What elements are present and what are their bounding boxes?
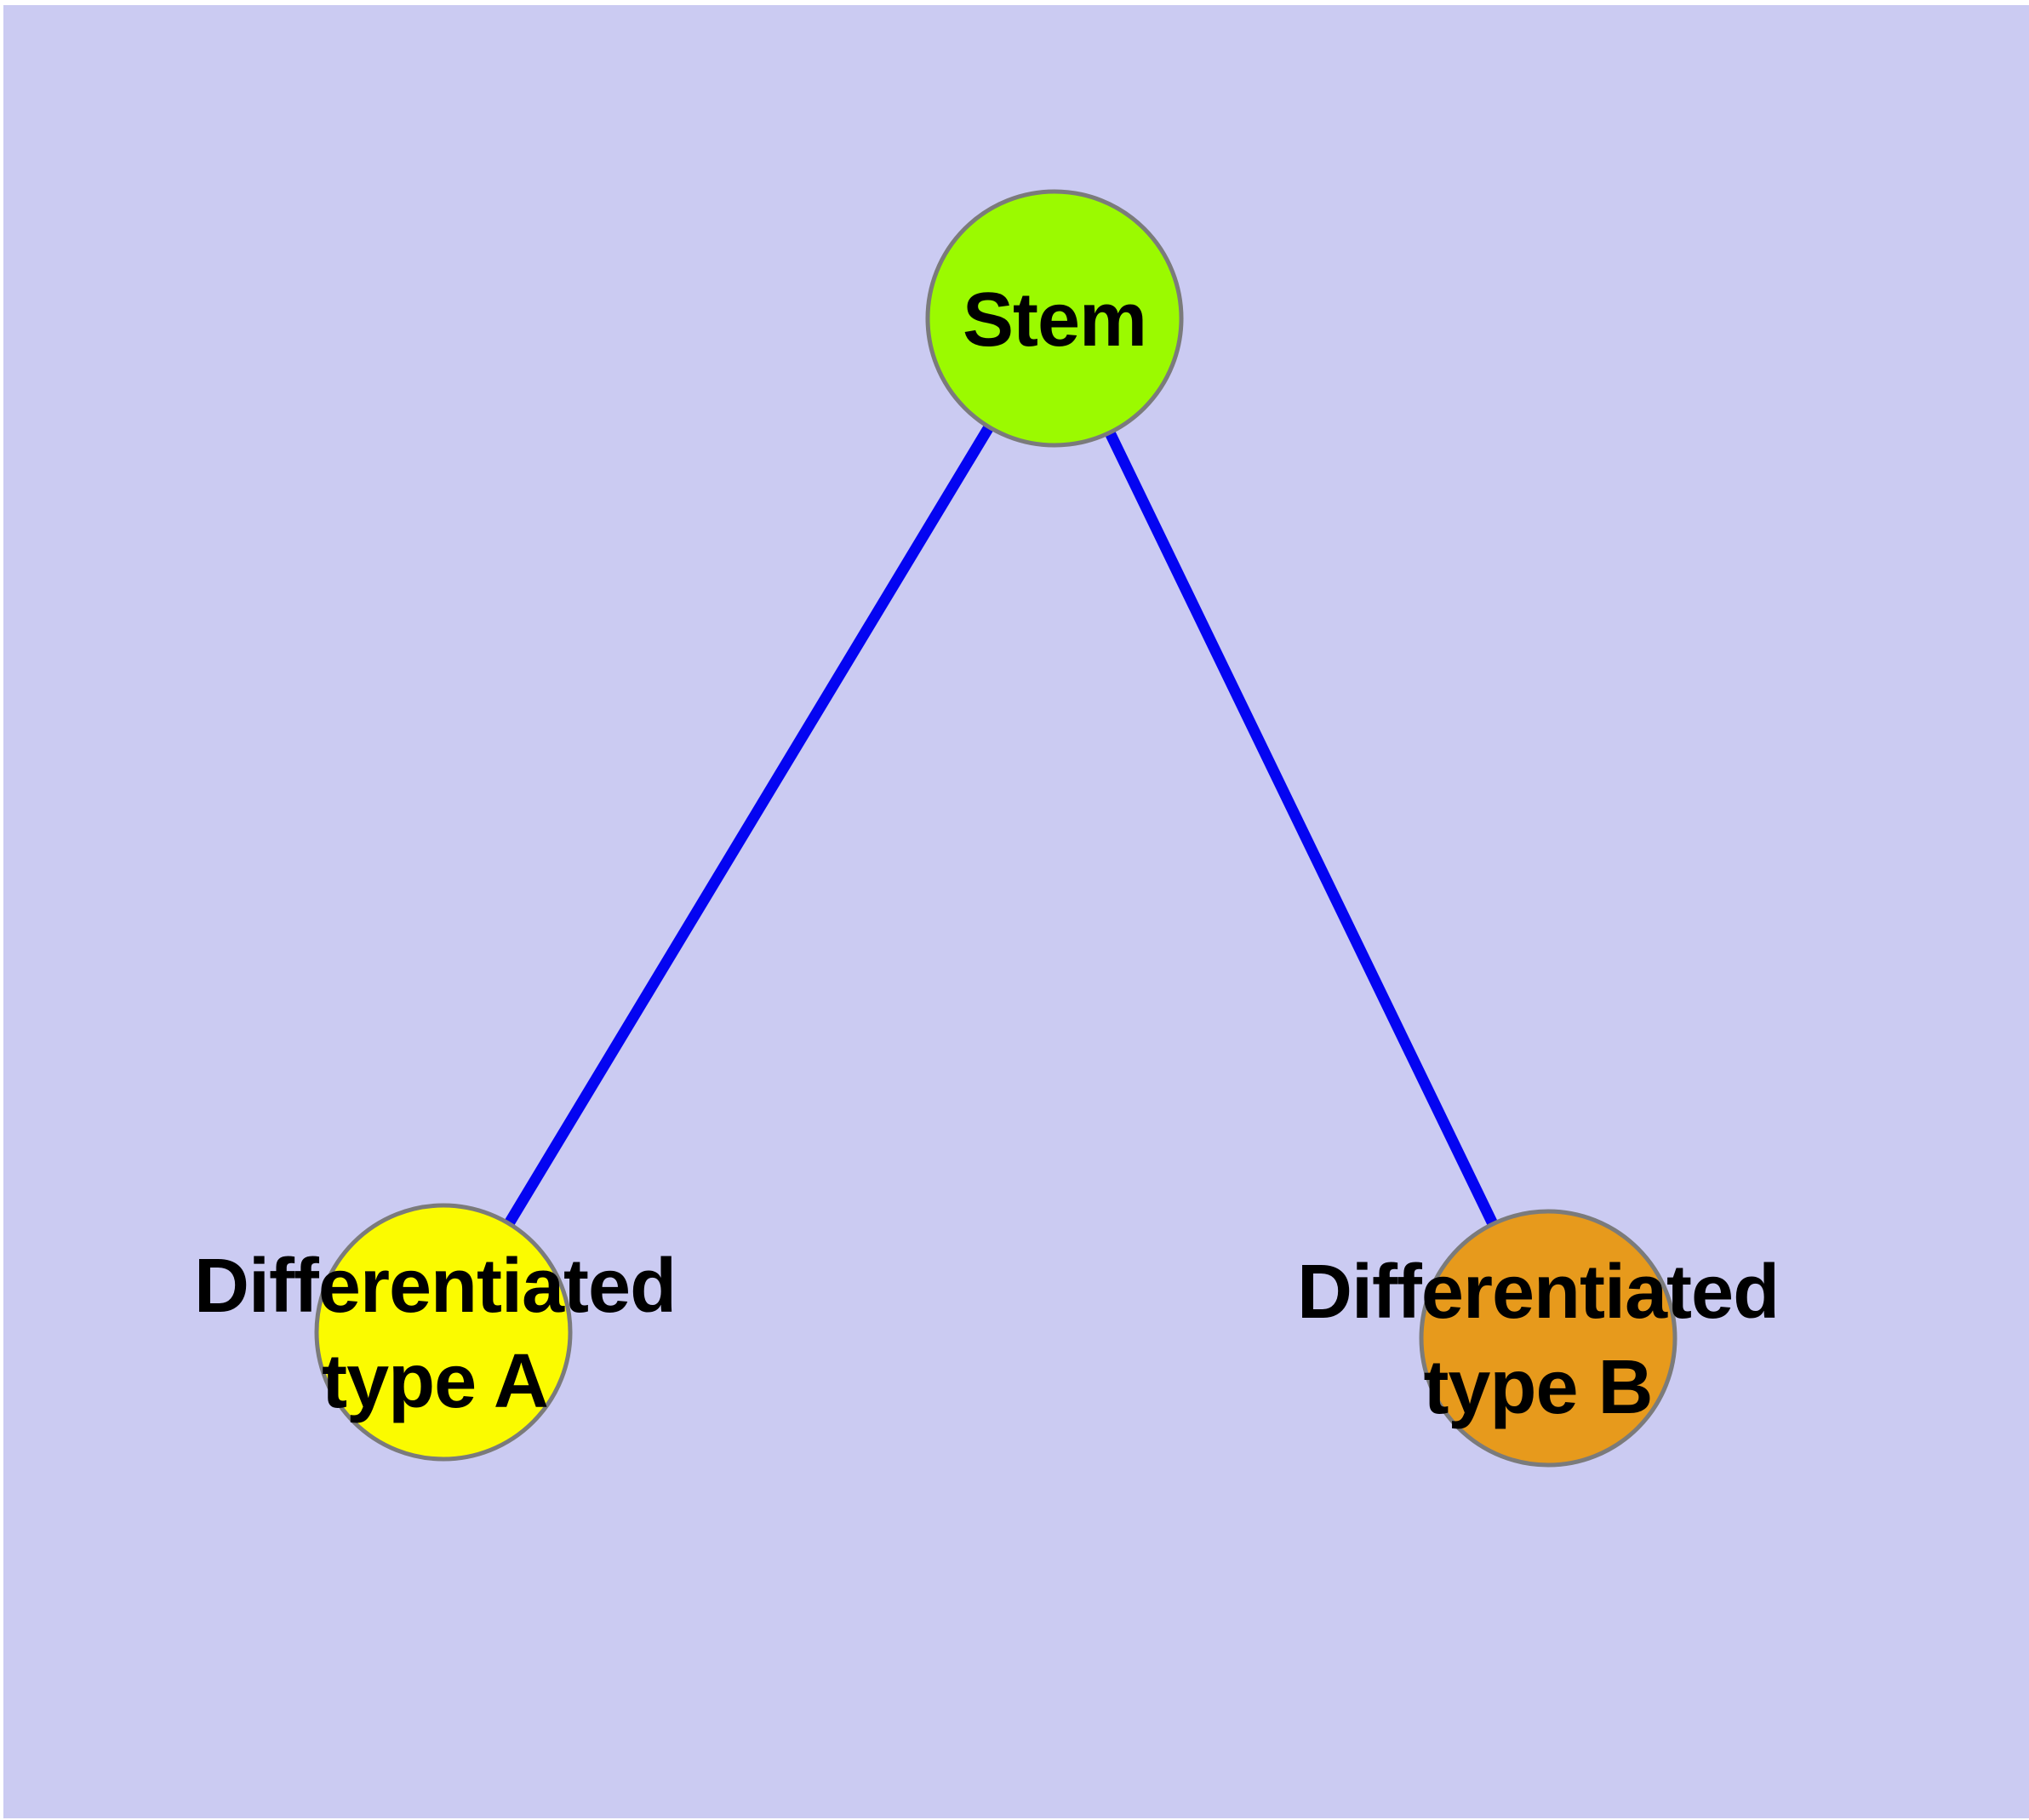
node-type-b-label: Differentiated type B — [1296, 1250, 1780, 1430]
edge-stem-to-type-b — [1049, 316, 1553, 1341]
node-stem — [925, 189, 1184, 448]
node-stem-label: Stem — [962, 278, 1147, 363]
node-type-a — [314, 1203, 573, 1462]
edge-stem-to-type-a — [438, 315, 1060, 1336]
node-type-a-label: Differentiated type A — [193, 1244, 677, 1424]
node-type-b — [1419, 1209, 1677, 1468]
